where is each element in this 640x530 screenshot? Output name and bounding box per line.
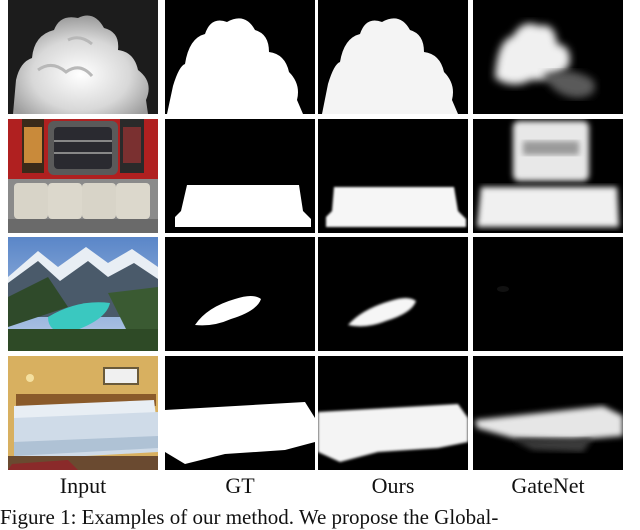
column-label-gatenet: GateNet <box>511 473 585 498</box>
ours-mask-lake <box>318 237 468 351</box>
gt-mask-lake <box>165 237 315 351</box>
input-image-cloud <box>8 0 158 114</box>
figure-caption: Figure 1: Examples of our method. We pro… <box>0 505 499 529</box>
input-image-bed <box>8 356 158 470</box>
gatenet-mask-bed <box>473 356 623 470</box>
gt-mask-bed <box>165 356 315 470</box>
cloud-photo <box>8 0 158 114</box>
train-photo <box>8 119 158 233</box>
gatenet-mask-train <box>473 119 623 233</box>
bed-photo <box>8 356 158 470</box>
ours-mask-bed <box>318 356 468 470</box>
column-label-gt: GT <box>225 473 255 498</box>
ours-mask-train <box>318 119 468 233</box>
gatenet-mask-cloud <box>473 0 623 114</box>
input-image-lake <box>8 237 158 351</box>
gt-mask-train <box>165 119 315 233</box>
lake-photo <box>8 237 158 351</box>
column-labels: Input GT Ours GateNet <box>8 472 640 502</box>
figure-grid <box>8 0 640 472</box>
ours-mask-cloud <box>318 0 468 114</box>
input-image-train <box>8 119 158 233</box>
column-label-ours: Ours <box>371 473 415 498</box>
gt-mask-cloud <box>165 0 315 114</box>
gatenet-mask-lake <box>473 237 623 351</box>
column-label-input: Input <box>59 473 107 498</box>
